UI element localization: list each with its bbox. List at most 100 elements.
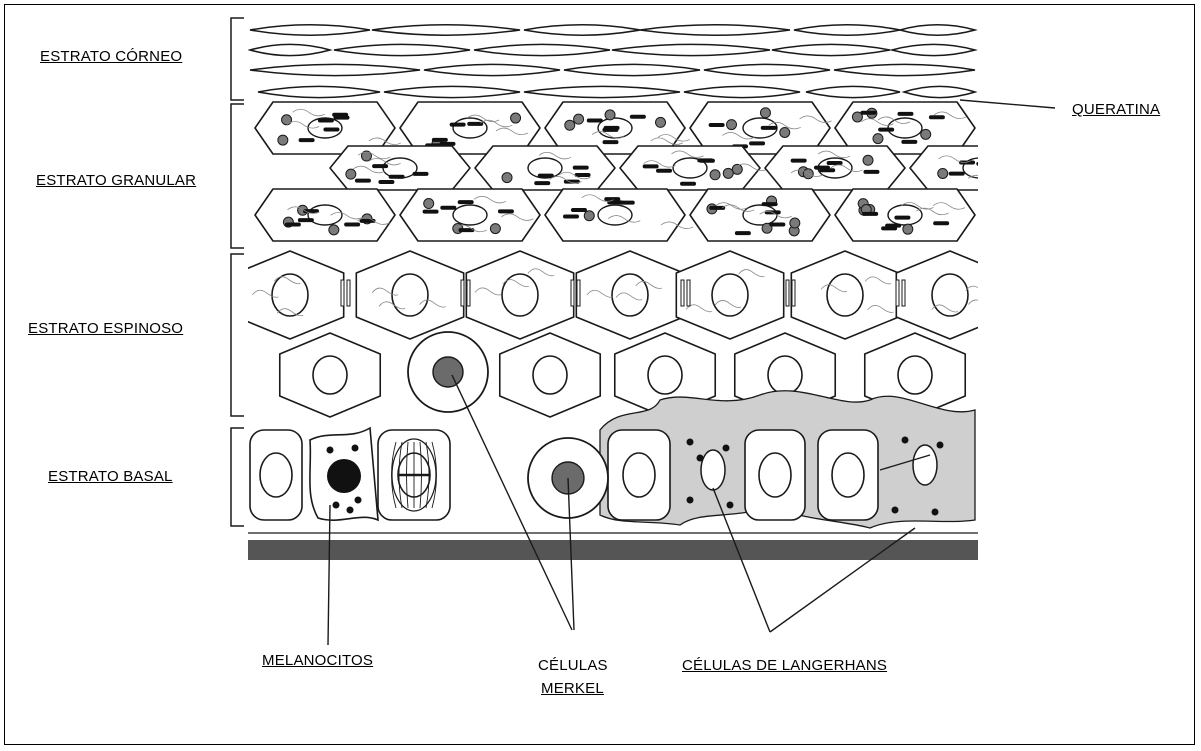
corneum-cell <box>684 86 800 97</box>
melanosome <box>327 447 334 454</box>
corneum-cell <box>612 44 770 55</box>
desmosome <box>896 280 899 306</box>
lamellar-body <box>643 164 659 168</box>
corneum-cell <box>474 44 610 55</box>
spinous-nucleus <box>712 274 748 316</box>
lamellar-body <box>602 140 618 144</box>
melanosome <box>355 497 362 504</box>
lamellar-body <box>378 180 394 184</box>
keratohyalin-granule <box>780 127 790 137</box>
langerhans-nucleus <box>701 450 725 490</box>
lamellar-body <box>298 218 314 222</box>
lamellar-body <box>885 224 901 228</box>
corneum-cell <box>250 25 370 35</box>
lamellar-body <box>976 162 992 166</box>
keratohyalin-granule <box>490 224 500 234</box>
lamellar-body <box>538 174 554 178</box>
keratohyalin-granule <box>1015 154 1025 164</box>
granular-nucleus <box>888 205 922 225</box>
lamellar-body <box>389 175 405 179</box>
birbeck-granule <box>687 497 694 504</box>
keratohyalin-granule <box>1010 152 1020 162</box>
birbeck-granule <box>727 502 734 509</box>
birbeck-granule <box>902 437 909 444</box>
keratohyalin-granule <box>278 135 288 145</box>
lamellar-body <box>323 128 339 132</box>
birbeck-granule <box>932 509 939 516</box>
lamellar-body <box>372 164 388 168</box>
melanosome <box>352 445 359 452</box>
label-stratum-basale: ESTRATO BASAL <box>48 468 173 485</box>
lamellar-body <box>299 138 315 142</box>
keratohyalin-granule <box>502 173 512 183</box>
keratohyalin-granule <box>863 155 873 165</box>
spinous-nucleus <box>313 356 347 394</box>
spinous-nucleus <box>648 356 682 394</box>
lamellar-body <box>819 168 835 172</box>
merkel-nucleus <box>433 357 463 387</box>
lamellar-body <box>860 111 876 115</box>
lamellar-body <box>827 161 843 165</box>
desmosome <box>347 280 350 306</box>
corneum-cell <box>250 64 420 75</box>
corneum-cell <box>892 44 975 55</box>
keratohyalin-granule <box>873 134 883 144</box>
keratohyalin-granule <box>710 170 720 180</box>
birbeck-granule <box>687 439 694 446</box>
corneum-cell <box>424 64 560 75</box>
corneum-cell <box>372 25 520 35</box>
basal-nucleus <box>260 453 292 497</box>
lamellar-body <box>440 206 456 210</box>
corneum-cell <box>640 25 790 35</box>
label-stratum-corneum: ESTRATO CÓRNEO <box>40 48 182 65</box>
birbeck-granule <box>892 507 899 514</box>
lamellar-body <box>498 209 514 213</box>
lamellar-body <box>680 182 696 186</box>
lamellar-body <box>604 126 620 130</box>
lamellar-body <box>897 112 913 116</box>
keratin-pointer <box>960 100 1055 108</box>
lamellar-body <box>285 223 301 227</box>
desmosome <box>571 280 574 306</box>
corneum-cell <box>794 25 900 35</box>
granular-nucleus <box>743 205 777 225</box>
tonofilament <box>1010 161 1042 168</box>
basal-nucleus <box>759 453 791 497</box>
corneum-cell <box>524 25 640 35</box>
tissue-section <box>236 25 1050 560</box>
lamellar-body <box>630 115 646 119</box>
keratohyalin-granule <box>790 218 800 228</box>
lamellar-body <box>901 140 917 144</box>
lamellar-body <box>863 170 879 174</box>
lamellar-body <box>318 118 334 122</box>
lamellar-body <box>994 168 1010 172</box>
lamellar-body <box>432 138 448 142</box>
label-merkel-line1: CÉLULAS <box>538 657 608 674</box>
lamellar-body <box>769 222 785 226</box>
keratohyalin-granule <box>565 120 575 130</box>
corneum-cell <box>250 44 330 55</box>
corneum-cell <box>904 86 975 97</box>
lamellar-body <box>862 212 878 216</box>
desmosome <box>687 280 690 306</box>
desmosome <box>786 280 789 306</box>
lamellar-body <box>933 221 949 225</box>
desmosome <box>341 280 344 306</box>
granular-nucleus <box>453 118 487 138</box>
melanocyte-nucleus <box>327 459 361 493</box>
corneum-cell <box>524 86 680 97</box>
lamellar-body <box>534 181 550 185</box>
lamellar-body <box>423 210 439 214</box>
label-stratum-spinosum: ESTRATO ESPINOSO <box>28 320 183 337</box>
label-melanocytes: MELANOCITOS <box>262 652 373 669</box>
spinous-nucleus <box>768 356 802 394</box>
desmosome <box>461 280 464 306</box>
corneum-cell <box>834 64 975 75</box>
birbeck-granule <box>723 445 730 452</box>
keratohyalin-granule <box>727 120 737 130</box>
corneum-cell <box>334 44 470 55</box>
desmosome <box>577 280 580 306</box>
lamellar-body <box>571 208 587 212</box>
lamellar-body <box>573 166 589 170</box>
